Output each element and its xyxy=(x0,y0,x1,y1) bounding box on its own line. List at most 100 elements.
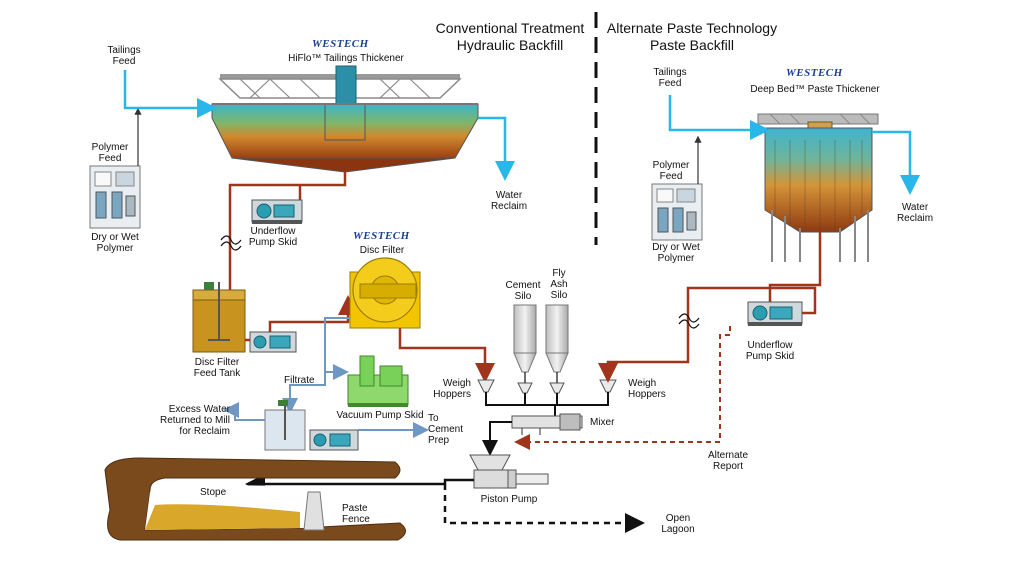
underflow-pump-skid-left xyxy=(251,199,303,224)
paste-to-stope-line xyxy=(245,474,474,494)
filtrate-tank xyxy=(264,400,306,451)
heading-alternate-line2: Paste Backfill xyxy=(649,37,735,53)
text-line: Dry or Wet xyxy=(91,232,139,243)
text-line: Paste xyxy=(342,503,368,514)
label-open-lagoon: Open Lagoon xyxy=(658,513,698,535)
mixer xyxy=(511,413,583,435)
text-line: Open xyxy=(665,513,691,524)
text-line: Polymer xyxy=(91,142,129,153)
text-line: Tailings xyxy=(653,67,687,78)
filtrate-line xyxy=(282,317,350,414)
deep-bed-thickener xyxy=(757,113,879,262)
feed-tank-pump-skid xyxy=(249,331,297,353)
disc-filter-feed-tank xyxy=(192,282,246,353)
text-line: Polymer xyxy=(96,243,134,254)
label-polymer-feed-right: Polymer Feed xyxy=(646,160,696,182)
right-underflow-to-hoppers-line xyxy=(598,286,817,383)
excess-water-line xyxy=(234,410,265,421)
label-dry-wet-polymer-left: Dry or Wet Polymer xyxy=(85,232,145,254)
text-line: Excess Water xyxy=(168,404,230,415)
label-piston-pump: Piston Pump xyxy=(480,494,538,505)
text-line: Silo xyxy=(550,290,568,301)
text-line: Reclaim xyxy=(490,201,528,212)
label-paste-fence: Paste Fence xyxy=(342,503,378,525)
hiflo-thickener xyxy=(211,65,479,173)
open-lagoon-line xyxy=(443,484,645,533)
text-line: Cement xyxy=(505,280,541,291)
label-disc-filter: Disc Filter xyxy=(359,245,405,256)
text-line: Fly xyxy=(552,268,566,279)
text-line: Underflow xyxy=(747,340,793,351)
polymer-skid-left xyxy=(89,165,141,229)
label-stope: Stope xyxy=(200,487,227,498)
heading-alternate-line1: Alternate Paste Technology xyxy=(606,20,778,36)
text-line: Prep xyxy=(428,435,450,446)
fly-ash-silo xyxy=(545,304,569,373)
text-line: Fence xyxy=(342,514,370,525)
label-water-reclaim-left: Water Reclaim xyxy=(487,190,531,212)
label-excess-water: Excess Water Returned to Mill for Reclai… xyxy=(150,404,230,437)
label-filtrate: Filtrate xyxy=(284,375,315,386)
text-line: Water xyxy=(901,202,929,213)
tailings-feed-left-line xyxy=(123,70,217,118)
text-line: Feed xyxy=(112,56,136,67)
cement-silo xyxy=(513,304,537,373)
label-tailings-feed-left: Tailings Feed xyxy=(100,45,148,67)
label-to-cement-prep: To Cement Prep xyxy=(428,413,468,446)
text-line: Polymer xyxy=(652,160,690,171)
text-line: Water xyxy=(495,190,523,201)
tailings-feed-right-line xyxy=(668,95,770,140)
collector-line xyxy=(485,392,609,406)
text-line: Ash xyxy=(550,279,568,290)
text-line: Feed xyxy=(98,153,122,164)
text-line: Feed Tank xyxy=(193,368,241,379)
text-line: Weigh xyxy=(628,378,657,389)
filtrate-pump-skid xyxy=(309,429,359,451)
brand-logo-disc-filter: WESTECH xyxy=(353,230,410,242)
label-disc-filter-feed-tank: Disc Filter Feed Tank xyxy=(186,357,248,379)
weigh-hoppers xyxy=(477,379,617,394)
text-line: Disc Filter xyxy=(194,357,240,368)
text-line: Polymer xyxy=(657,253,695,264)
text-line: Pump Skid xyxy=(745,351,795,362)
underflow-line-right xyxy=(768,232,822,302)
heading-conventional-line2: Hydraulic Backfill xyxy=(456,37,564,53)
label-dry-wet-polymer-right: Dry or Wet Polymer xyxy=(646,242,706,264)
text-line: Pump Skid xyxy=(248,237,298,248)
text-line: Underflow xyxy=(250,226,296,237)
label-cement-silo: Cement Silo xyxy=(502,280,544,302)
piston-pump xyxy=(469,454,549,489)
text-line: Cement xyxy=(428,424,464,435)
heading-conventional: Conventional Treatment Hydraulic Backfil… xyxy=(425,20,595,54)
text-line: Feed xyxy=(659,171,683,182)
label-mixer: Mixer xyxy=(590,417,615,428)
label-hiflo-thickener: HiFlo™ Tailings Thickener xyxy=(288,53,404,64)
brand-logo-hiflo: WESTECH xyxy=(312,38,369,50)
text-line: To xyxy=(428,413,439,424)
text-line: Lagoon xyxy=(661,524,695,535)
text-line: Tailings xyxy=(107,45,141,56)
underflow-pump-skid-right xyxy=(747,301,803,326)
label-water-reclaim-right: Water Reclaim xyxy=(893,202,937,224)
label-underflow-pump-skid-left: Underflow Pump Skid xyxy=(243,226,303,248)
text-line: Hoppers xyxy=(433,389,471,400)
mixer-to-pump-line xyxy=(482,421,512,456)
text-line: Weigh xyxy=(442,378,471,389)
text-line: Report xyxy=(712,461,743,472)
text-line: Hoppers xyxy=(628,389,666,400)
disc-filter xyxy=(349,257,421,329)
vacuum-pump-skid xyxy=(347,355,409,407)
water-reclaim-right-line xyxy=(872,130,920,195)
text-line: Returned to Mill xyxy=(159,415,230,426)
text-line: Reclaim xyxy=(896,213,934,224)
label-tailings-feed-right: Tailings Feed xyxy=(646,67,694,89)
label-polymer-feed-left: Polymer Feed xyxy=(85,142,135,164)
paste-fence xyxy=(303,491,325,531)
text-line: for Reclaim xyxy=(179,426,230,437)
stope xyxy=(104,457,406,541)
text-line: Silo xyxy=(514,291,532,302)
label-weigh-hoppers-right: Weigh Hoppers xyxy=(628,378,674,400)
label-underflow-pump-skid-right: Underflow Pump Skid xyxy=(740,340,800,362)
filter-cake-line xyxy=(398,328,495,383)
